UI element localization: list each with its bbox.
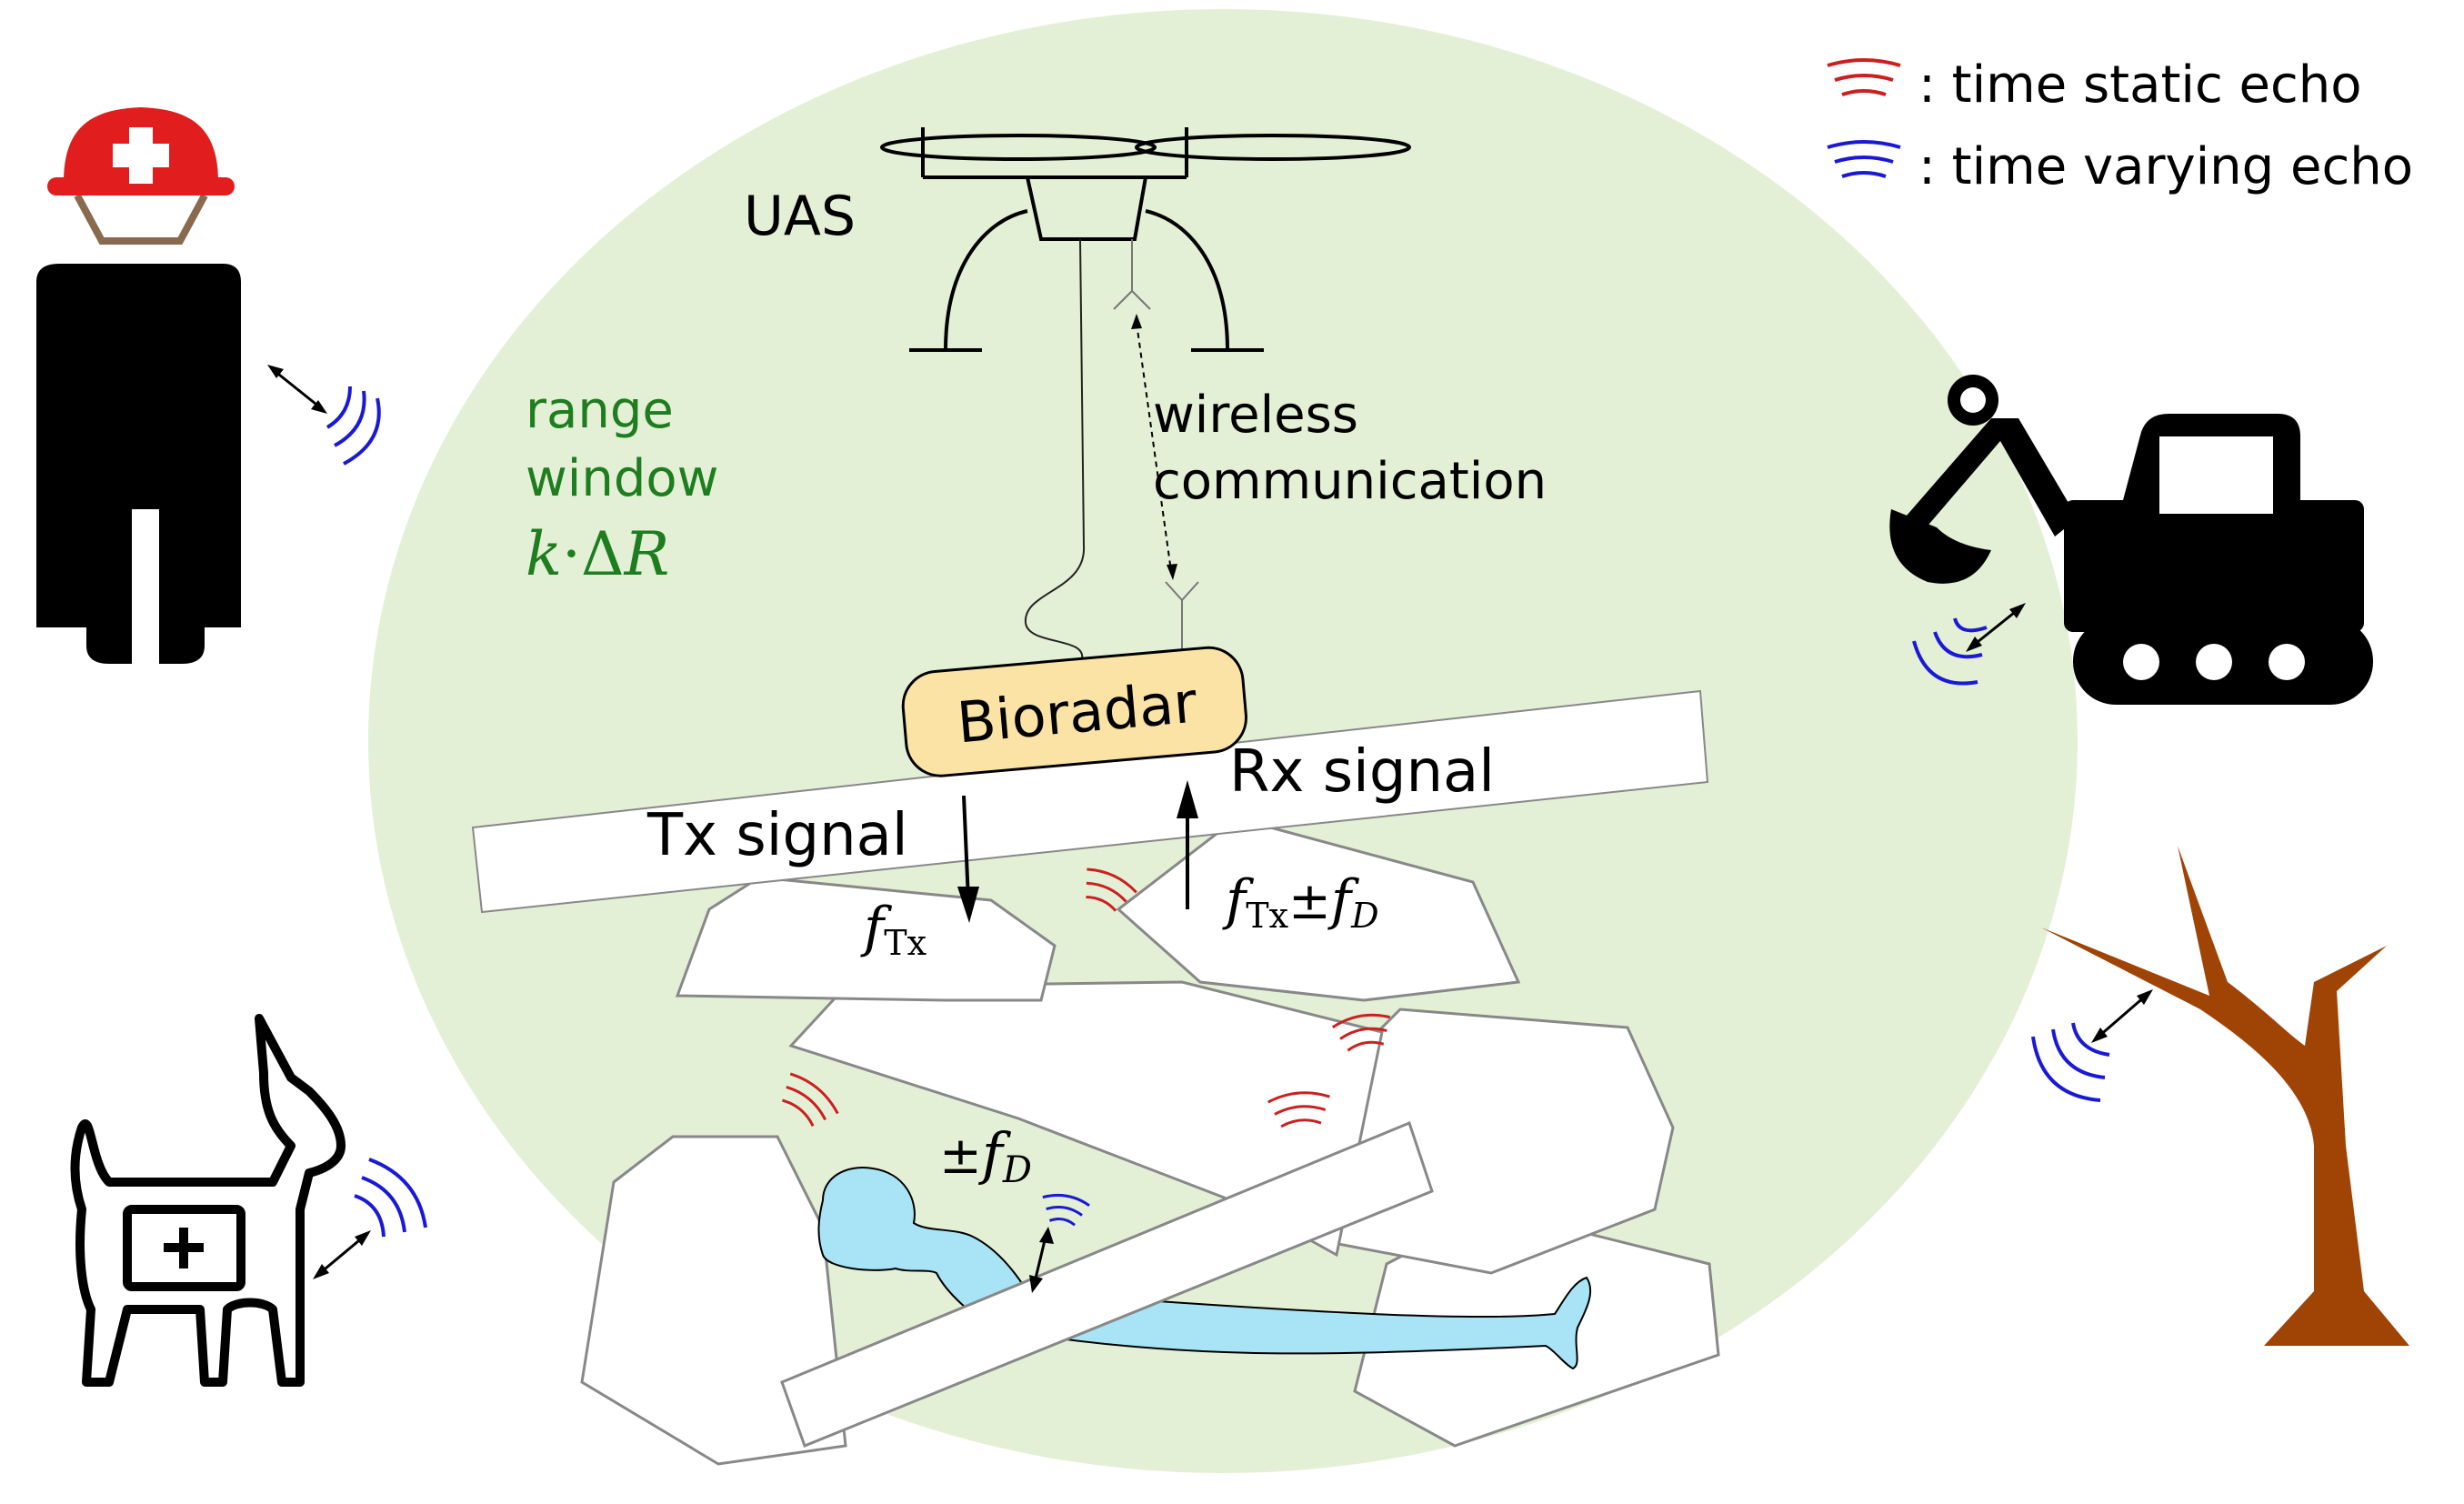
legend-static-echo-icon (1827, 58, 1901, 96)
static-echo-icon (1331, 1013, 1391, 1052)
victim-breathing-arrow (1029, 1227, 1054, 1293)
range-window-label-line2: window (526, 449, 718, 508)
drone-antenna-icon (1113, 239, 1151, 310)
excavator-echo (1912, 603, 2026, 686)
drone-icon (880, 127, 1411, 352)
rescue-dog-icon (70, 1014, 346, 1387)
rubble-stone-top-left (675, 876, 1057, 1002)
uas-label: UAS (744, 185, 856, 248)
wireless-label-line1: wireless (1153, 386, 1358, 445)
static-echo-icon (1086, 867, 1137, 912)
static-echo-icon (782, 1072, 839, 1128)
rx-signal-label: Rx signal (1229, 738, 1495, 806)
legend: : time static echo : time varying echo (1827, 55, 2413, 196)
rescuer-echo (267, 365, 381, 466)
range-window-label-line1: range (526, 381, 674, 440)
excavator-icon (1889, 375, 2373, 705)
tx-signal-label: Tx signal (646, 802, 908, 869)
rubble-stone-left (580, 1135, 847, 1466)
static-echo-icon (1267, 1091, 1330, 1128)
legend-varying-label: : time varying echo (1918, 137, 2413, 196)
rx-arrow (1177, 780, 1198, 909)
legend-varying-echo-icon (1827, 140, 1901, 178)
wireless-link-arrow (1131, 314, 1177, 580)
victim-varying-echo-icon (1042, 1194, 1090, 1227)
drone-cable (1024, 238, 1086, 660)
bioradar-antenna-icon (1165, 581, 1199, 655)
rubble-pile (580, 817, 1720, 1466)
static-echo-icons (782, 867, 1391, 1128)
rescuer-icon (36, 107, 241, 664)
dog-echo (313, 1158, 427, 1279)
tree-icon (2041, 846, 2409, 1346)
rubble-beam-diagonal (780, 1120, 1434, 1448)
f-rx-label: fTx±fD (1222, 868, 1379, 936)
range-window-formula: k·ΔR (526, 519, 669, 589)
legend-static-label: : time static echo (1918, 55, 2362, 115)
tx-arrow (957, 795, 979, 923)
wireless-label-line2: communication (1153, 452, 1547, 511)
tree-echo (2031, 989, 2153, 1102)
doppler-shift-label: ±fD (939, 1120, 1032, 1191)
signal-beam-board (471, 689, 1709, 914)
bioradar-device: Bioradar (901, 646, 1247, 777)
f-tx-label: fTx (860, 896, 927, 963)
